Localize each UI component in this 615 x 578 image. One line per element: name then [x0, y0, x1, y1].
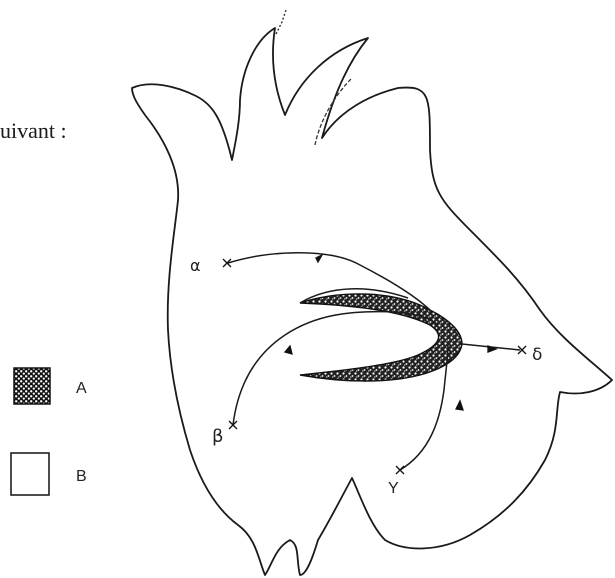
arrowhead-beta — [285, 346, 292, 354]
path-markers — [223, 255, 526, 474]
flow-paths — [228, 253, 520, 470]
label-alpha: α — [190, 256, 201, 275]
label-beta: β — [212, 426, 224, 447]
label-gamma: Y — [388, 480, 399, 497]
arrowhead-alpha — [316, 255, 322, 262]
legend-swatch-a — [14, 368, 50, 404]
ink-mark — [276, 10, 286, 34]
legend: A B — [11, 368, 87, 495]
legend-swatch-b — [11, 453, 49, 495]
arrowhead-gamma — [456, 401, 463, 410]
marker-gamma — [396, 466, 404, 474]
legend-label-a: A — [76, 380, 87, 397]
label-delta: δ — [532, 345, 542, 365]
legend-label-b: B — [76, 468, 87, 485]
crescent-region-a — [300, 294, 462, 381]
